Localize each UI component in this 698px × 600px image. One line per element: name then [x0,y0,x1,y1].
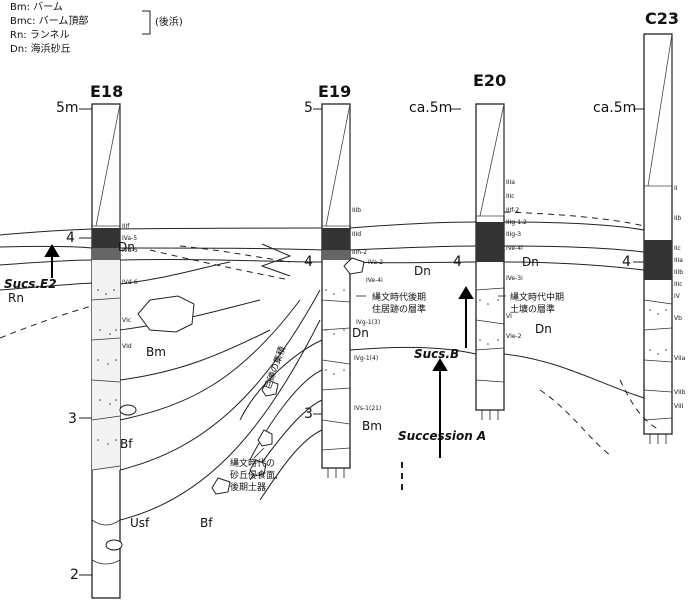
height-e19-5: 5 [304,100,313,116]
unit-e20-iiia: IIIa [506,179,515,186]
unit-c23-vb: Vb [674,315,682,322]
unit-e18-vic: VIc [122,317,131,324]
height-e18-4: 4 [66,230,75,246]
unit-e20-ive3i: IVe-3i [506,275,523,282]
unit-e20-iiic: IIIc [506,193,515,200]
height-e18-2: 2 [70,567,79,583]
legend-rn: Rn: ランネル [10,29,70,41]
legend-bmc: Bmc: バーム頂部 [10,14,88,27]
unit-e18-iva5: IVa-5 [122,235,137,242]
facies-bf-2: Bf [200,516,213,530]
unit-e18-ivd6: IVd-6 [122,279,138,286]
unit-e19-iiih2: IIIh-2 [352,249,367,256]
annotation-jomon-late: 縄文時代後期 住居跡の層準 [372,291,429,315]
unit-e20-iiig12: IIIg-1.2 [506,219,527,226]
unit-e19-ive4i: IVe-4i [366,277,383,284]
unit-e19-iiid: IIId [352,231,361,238]
unit-c23-iv: IV [674,293,681,300]
unit-c23-ii: II [674,185,678,192]
arrow-label-sucs-b: Sucs.B [414,347,459,361]
column-title-c23: C23 [645,9,679,28]
facies-bm: Bm [146,345,166,359]
column-e19 [322,104,350,478]
facies-rn: Rn [8,291,24,305]
legend-dn: Dn: 海浜砂丘 [10,42,71,55]
facies-e19-dn2: Dn [352,326,369,340]
unit-e19-ivg14: IVg-1(4) [354,355,378,362]
legend-group: (後浜) [155,15,183,28]
unit-e19-ivg13: IVg-1(3) [356,319,380,326]
unit-c23-iiic: IIIc [674,281,683,288]
column-c23 [644,34,672,444]
unit-e18-iiif: IIIf [122,223,130,230]
unit-e20-iiif2: IIIf-2 [506,207,519,214]
column-title-e19: E19 [318,82,351,101]
legend: Bm: バーム Bmc: バーム頂部 Rn: ランネル Dn: 海浜砂丘 (後浜… [10,1,183,55]
annotation-jomon-dune: 縄文時代の 砂丘侵食面, 後期土器 [230,457,281,493]
facies-e19-dn: Dn [414,264,431,278]
column-title-e18: E18 [90,82,123,101]
facies-usf: Usf [130,516,150,530]
height-e18-3: 3 [68,411,77,427]
unit-e19-iiib: IIIb [352,207,361,214]
facies-bf-1: Bf [120,437,133,451]
column-e18 [85,104,120,598]
unit-c23-viia: VIIa [674,355,686,362]
arrow-label-sucs-e2: Sucs.E2 [4,277,57,291]
facies-e20-dn2: Dn [535,322,552,336]
unit-e18-vid: VId [122,343,132,350]
unit-e20-vie2: VIe-2 [506,333,522,340]
height-e20-top: ca.5m [409,100,452,116]
annotation-jomon-middle: 縄文時代中期 土壙の層準 [510,291,567,315]
unit-e20-ive4i: IVe-4i [506,245,523,252]
legend-bracket [142,11,150,34]
legend-bm: Bm: バーム [10,1,63,13]
column-e20 [476,104,504,420]
unit-e18-ivd5: IVd-5 [122,247,138,254]
arrow-label-succession-a: Succession A [398,429,486,443]
height-e18-5m: 5m [56,100,79,116]
unit-c23-iib: IIb [674,215,682,222]
unit-e19-iva2: IVa-2 [368,259,383,266]
unit-e20-vi: VI [506,313,512,320]
column-title-e20: E20 [473,71,506,90]
unit-c23-viii: VIII [674,403,684,410]
unit-e20-iiig3: IIIg-3 [506,231,521,238]
facies-e20-dn: Dn [522,255,539,269]
unit-c23-iic: IIc [674,245,681,252]
unit-c23-viib: VIIb [674,389,686,396]
facies-e19-bm: Bm [362,419,382,433]
unit-e19-ivs121: IVs-1(21) [354,405,381,412]
annotations: 縄文時代後期 住居跡の層準 縄文時代中期 土壙の層準 縄文時代の 砂丘侵食面, … [230,291,567,493]
unit-c23-iiib: IIIb [674,269,683,276]
unit-c23-iiia: IIIa [674,257,683,264]
height-c23-top: ca.5m [593,100,636,116]
